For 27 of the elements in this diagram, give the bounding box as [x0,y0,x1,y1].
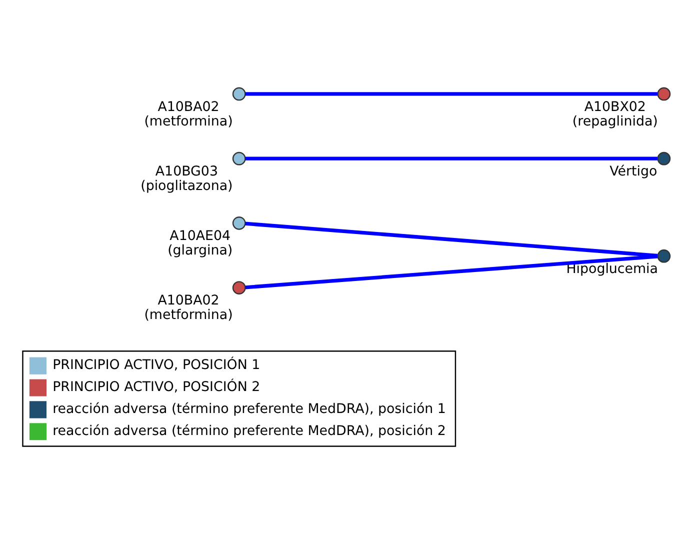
node-label: Vértigo [610,164,658,179]
node-label: (metformina) [144,114,233,129]
node-label: A10BA02 [158,99,220,114]
legend-label: PRINCIPIO ACTIVO, POSICIÓN 1 [52,358,260,373]
node-label: (metformina) [144,308,233,323]
node-label: (glargina) [168,243,233,258]
node-label: Hipoglucemia [566,261,658,276]
node-label: A10BG03 [155,164,218,179]
legend-label: reacción adversa (término preferente MedDRA), posición 1 [52,402,446,417]
node-circle [657,151,671,165]
node-circle [657,86,671,100]
node-circle [657,248,671,262]
node-label: A10BA02 [158,293,220,308]
node-circle [232,216,246,230]
legend-label: reacción adversa (término preferente MedDRA), posición 2 [52,424,446,439]
node-label: A10AE04 [170,228,231,244]
connector [245,156,658,160]
connector [245,221,658,257]
node-label: A10BX02 [584,99,646,114]
node-circle [232,86,246,100]
node-circle [232,151,246,165]
node-label: (repaglinida) [572,114,658,129]
connector [245,254,658,289]
connector [245,92,658,96]
node-label: (pioglitazona) [140,178,233,194]
legend-label: PRINCIPIO ACTIVO, POSICIÓN 2 [52,380,260,395]
node-circle [232,280,246,294]
